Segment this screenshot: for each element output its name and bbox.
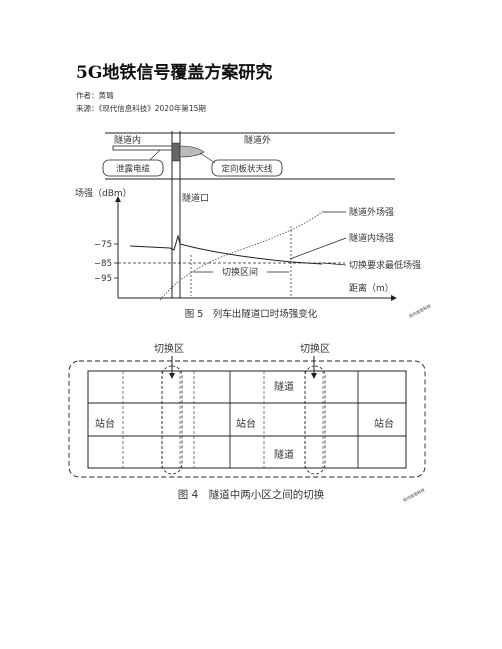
article-title: 5G地铁信号覆盖方案研究 [76, 63, 273, 83]
switch-zone-left-label: 切换区 [154, 342, 184, 355]
station-right-label: 站台 [374, 417, 394, 430]
figure-5: 隧道内 隧道外 泄露电缆 定向板状天线 隧道口 场强（dBm） 距离（m） −7… [75, 131, 432, 320]
figure-4: 切换区 切换区 站台 站台 站台 隧道 隧道 现代信息科技 图 4 [68, 342, 426, 503]
y-tick-85: −85 [94, 259, 112, 269]
antenna-label: 定向板状天线 [221, 164, 273, 175]
threshold-label: 切换要求最低场强 [349, 259, 421, 271]
cable-pointer [149, 149, 161, 161]
switch-zone-left-oval [161, 365, 183, 475]
fig4-watermark: 现代信息科技 [402, 486, 426, 503]
inside-callout-line [289, 237, 347, 260]
x-axis-label: 距离（m） [349, 282, 394, 294]
cable-label: 泄露电缆 [116, 164, 151, 175]
tunnel-bottom-label: 隧道 [274, 448, 294, 461]
track-grid [87, 370, 407, 469]
inside-curve-label: 隧道内场强 [349, 232, 394, 244]
inside-field-curve [129, 234, 323, 265]
leaky-cable [112, 145, 176, 151]
outside-curve-label: 隧道外场强 [349, 206, 394, 218]
tunnel-inside-label: 隧道内 [114, 134, 141, 146]
tunnel-top-label: 隧道 [274, 380, 294, 393]
author-line: 作者：黄璐 [76, 91, 114, 100]
portal-label: 隧道口 [182, 192, 209, 204]
switch-zone-label: 切换区间 [222, 266, 258, 278]
fig5-watermark: 现代信息科技 [408, 302, 432, 319]
antenna-label-box [211, 159, 283, 177]
fig5-caption: 图 5 列车出隧道口时场强变化 [185, 308, 318, 320]
y-tick-75: −75 [94, 240, 112, 250]
switch-zone-right-oval [304, 365, 326, 475]
cell-boundary [68, 360, 426, 478]
tunnel-outside-label: 隧道外 [244, 134, 271, 146]
antenna-mount [171, 142, 181, 162]
cable-label-box [102, 159, 164, 177]
antenna-pointer [199, 152, 216, 164]
source-line: 来源：《现代信息科技》2020年第15期 [76, 104, 206, 113]
station-left-label: 站台 [95, 417, 115, 430]
fig4-caption: 图 4 隧道中两小区之间的切换 [178, 488, 325, 501]
y-axis-label: 场强（dBm） [75, 188, 132, 199]
switch-zone-right-label: 切换区 [300, 342, 330, 355]
y-tick-95: −95 [94, 274, 112, 284]
antenna-beam-icon [179, 145, 205, 158]
station-mid-label: 站台 [236, 417, 256, 430]
outside-field-curve [159, 211, 323, 301]
threshold-callout-line [321, 262, 347, 266]
